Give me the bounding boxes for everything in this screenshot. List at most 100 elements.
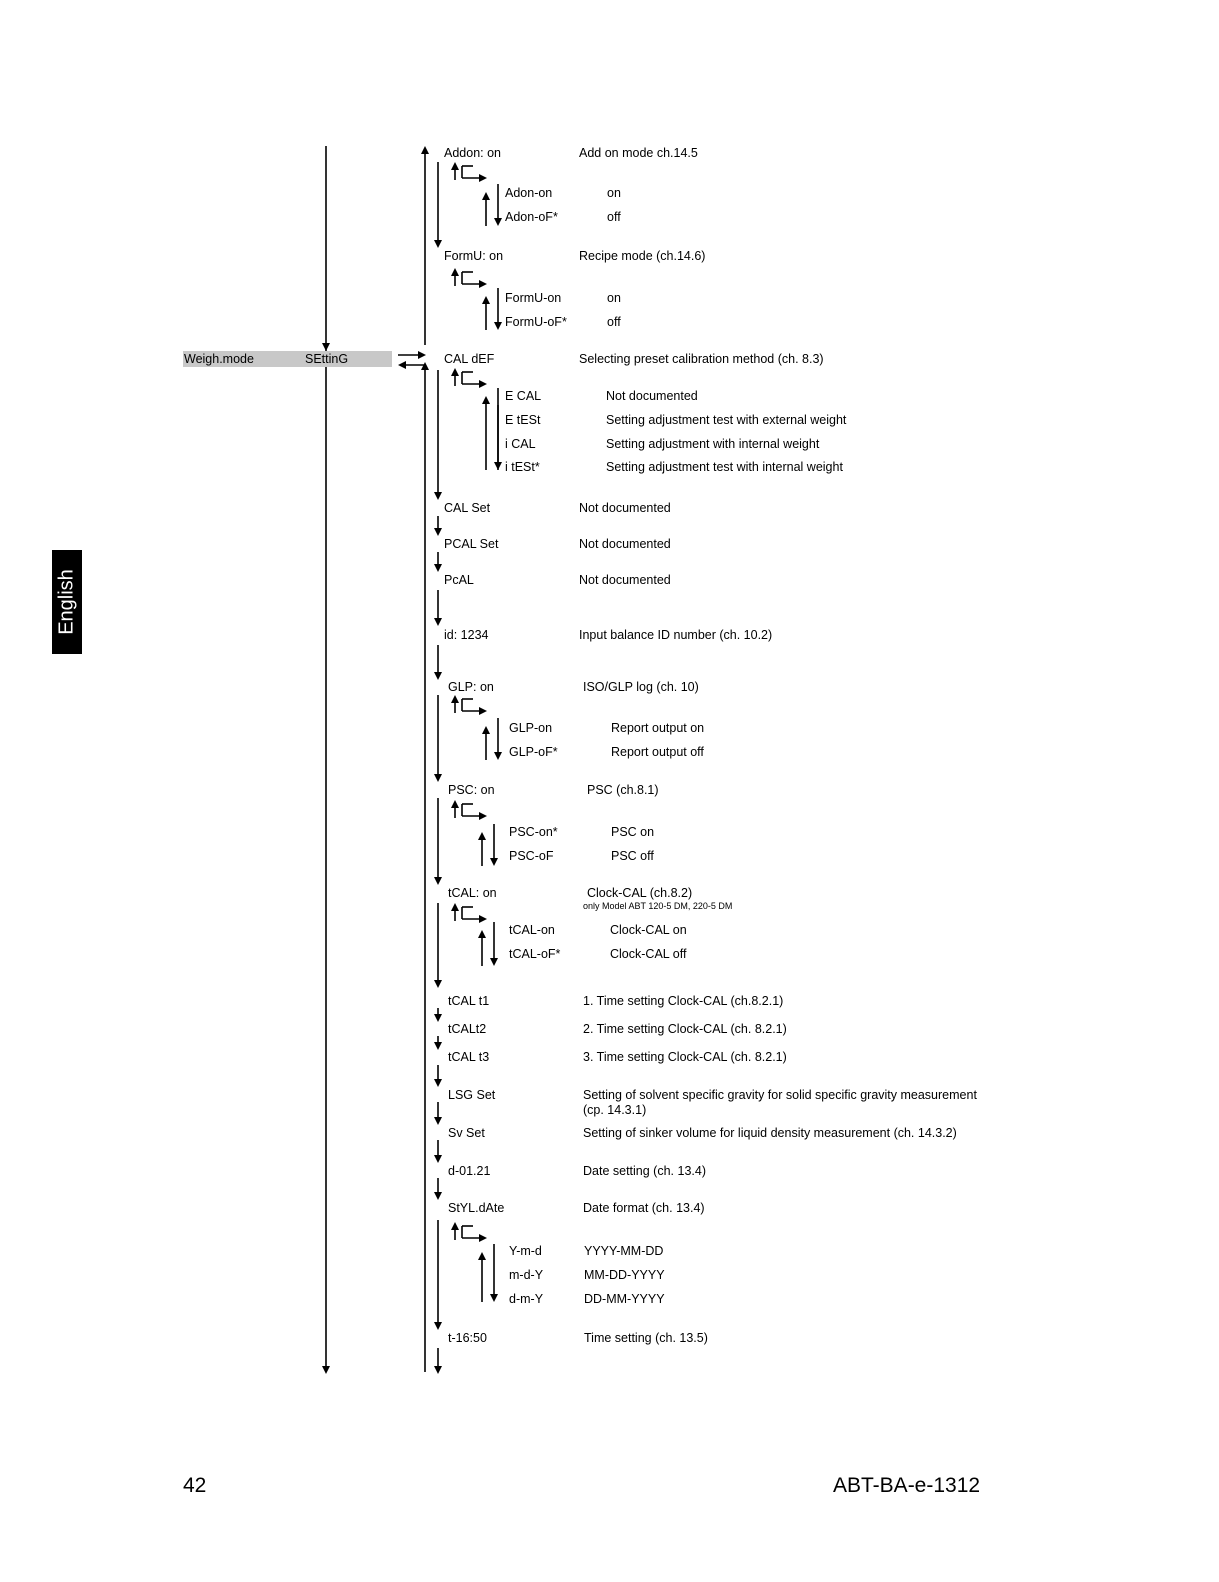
arrow-head xyxy=(494,218,502,226)
desc-styldate: Date format (ch. 13.4) xyxy=(583,1201,705,1215)
arrow-head xyxy=(479,812,487,820)
option-desc: PSC on xyxy=(611,825,655,839)
option-desc: on xyxy=(607,291,621,305)
arrow-head xyxy=(479,380,487,388)
desc-tcalt2: 2. Time setting Clock-CAL (ch. 8.2.1) xyxy=(583,1022,787,1036)
arrow-head xyxy=(434,618,442,626)
option-code: FormU-on xyxy=(505,291,562,305)
option-desc: Setting adjustment test with external we… xyxy=(606,413,847,427)
arrow-head xyxy=(434,1014,442,1022)
desc-lsgset-ref: (cp. 14.3.1) xyxy=(583,1103,647,1117)
arrow-head xyxy=(434,980,442,988)
option-desc: off xyxy=(607,210,621,224)
arrow-head xyxy=(434,1079,442,1087)
desc-tcalt3: 3. Time setting Clock-CAL (ch. 8.2.1) xyxy=(583,1050,787,1064)
arrow-head xyxy=(451,903,459,911)
arrow-head xyxy=(494,322,502,330)
option-desc: Not documented xyxy=(606,389,698,403)
arrow-head xyxy=(478,1252,486,1260)
option-code: i CAL xyxy=(505,437,536,451)
arrow-head xyxy=(434,1366,442,1374)
arrow-head xyxy=(479,707,487,715)
option-desc: DD-MM-YYYY xyxy=(584,1292,665,1306)
desc-tcal: Clock-CAL (ch.8.2) xyxy=(587,886,693,900)
param-id: id: 1234 xyxy=(444,628,489,642)
arrow-head xyxy=(434,877,442,885)
arrow-head xyxy=(421,362,429,370)
option-desc: Setting adjustment with internal weight xyxy=(606,437,820,451)
option-code: m-d-Y xyxy=(509,1268,544,1282)
option-desc: Setting adjustment test with internal we… xyxy=(606,460,843,474)
param-addon: Addon: on xyxy=(444,146,501,160)
arrow-head xyxy=(490,858,498,866)
arrow-head xyxy=(421,146,429,154)
param-pcal: PcAL xyxy=(444,573,474,587)
arrow-head xyxy=(434,1155,442,1163)
param-tcalt2: tCALt2 xyxy=(448,1022,487,1036)
arrow-head xyxy=(418,351,426,359)
option-desc: Clock-CAL on xyxy=(610,923,687,937)
option-code: i tESt* xyxy=(505,460,540,474)
option-desc: Report output on xyxy=(611,721,705,735)
param-caldef: CAL dEF xyxy=(444,352,495,366)
arrow-head xyxy=(479,174,487,182)
option-code: E CAL xyxy=(505,389,542,403)
desc-glp: ISO/GLP log (ch. 10) xyxy=(583,680,699,694)
param-glp: GLP: on xyxy=(448,680,494,694)
option-desc: YYYY-MM-DD xyxy=(584,1244,664,1258)
desc-tcalt1: 1. Time setting Clock-CAL (ch.8.2.1) xyxy=(583,994,784,1008)
option-desc: off xyxy=(607,315,621,329)
option-code: E tESt xyxy=(505,413,541,427)
option-code: d-m-Y xyxy=(509,1292,544,1306)
setting-label: SEttinG xyxy=(305,352,349,366)
param-lsgset: LSG Set xyxy=(448,1088,496,1102)
arrow-head xyxy=(451,268,459,276)
arrow-head xyxy=(490,958,498,966)
desc-calset: Not documented xyxy=(579,501,671,515)
param-svset: Sv Set xyxy=(448,1126,485,1140)
desc-addon: Add on mode ch.14.5 xyxy=(579,146,698,160)
page-number: 42 xyxy=(183,1474,207,1497)
arrow-head xyxy=(482,296,490,304)
arrow-head xyxy=(434,1192,442,1200)
desc-caldef: Selecting preset calibration method (ch.… xyxy=(579,352,824,366)
arrow-head xyxy=(451,800,459,808)
arrow-head xyxy=(478,930,486,938)
option-code: Adon-on xyxy=(505,186,553,200)
option-code: PSC-on* xyxy=(509,825,558,839)
option-desc: Report output off xyxy=(611,745,704,759)
option-code: GLP-on xyxy=(509,721,553,735)
param-tcal: tCAL: on xyxy=(448,886,497,900)
arrow-head xyxy=(434,1322,442,1330)
desc-id: Input balance ID number (ch. 10.2) xyxy=(579,628,773,642)
arrow-head xyxy=(434,774,442,782)
param-styldate: StYL.dAte xyxy=(448,1201,505,1215)
arrow-head xyxy=(479,280,487,288)
desc-lsgset: Setting of solvent specific gravity for … xyxy=(583,1088,977,1102)
option-code: tCAL-oF* xyxy=(509,947,561,961)
arrow-head xyxy=(434,672,442,680)
arrow-head xyxy=(490,1294,498,1302)
language-tab: English xyxy=(52,550,82,654)
option-desc: PSC off xyxy=(611,849,654,863)
param-date: d-01.21 xyxy=(448,1164,491,1178)
arrow-head xyxy=(482,396,490,404)
arrow-head xyxy=(434,564,442,572)
arrow-head xyxy=(479,1234,487,1242)
arrow-head xyxy=(451,1222,459,1230)
param-pcalset: PCAL Set xyxy=(444,537,499,551)
arrow-head xyxy=(434,1117,442,1125)
option-desc: Clock-CAL off xyxy=(610,947,687,961)
arrow-head xyxy=(398,361,406,369)
arrow-head xyxy=(434,240,442,248)
param-psc: PSC: on xyxy=(448,783,495,797)
desc-pcal: Not documented xyxy=(579,573,671,587)
arrow-head xyxy=(478,832,486,840)
arrow-head xyxy=(482,726,490,734)
arrow-head xyxy=(451,368,459,376)
arrow-head xyxy=(451,162,459,170)
param-tcalt3: tCAL t3 xyxy=(448,1050,490,1064)
param-calset: CAL Set xyxy=(444,501,491,515)
arrow-head xyxy=(434,528,442,536)
document-code: ABT-BA-e-1312 xyxy=(833,1474,981,1497)
